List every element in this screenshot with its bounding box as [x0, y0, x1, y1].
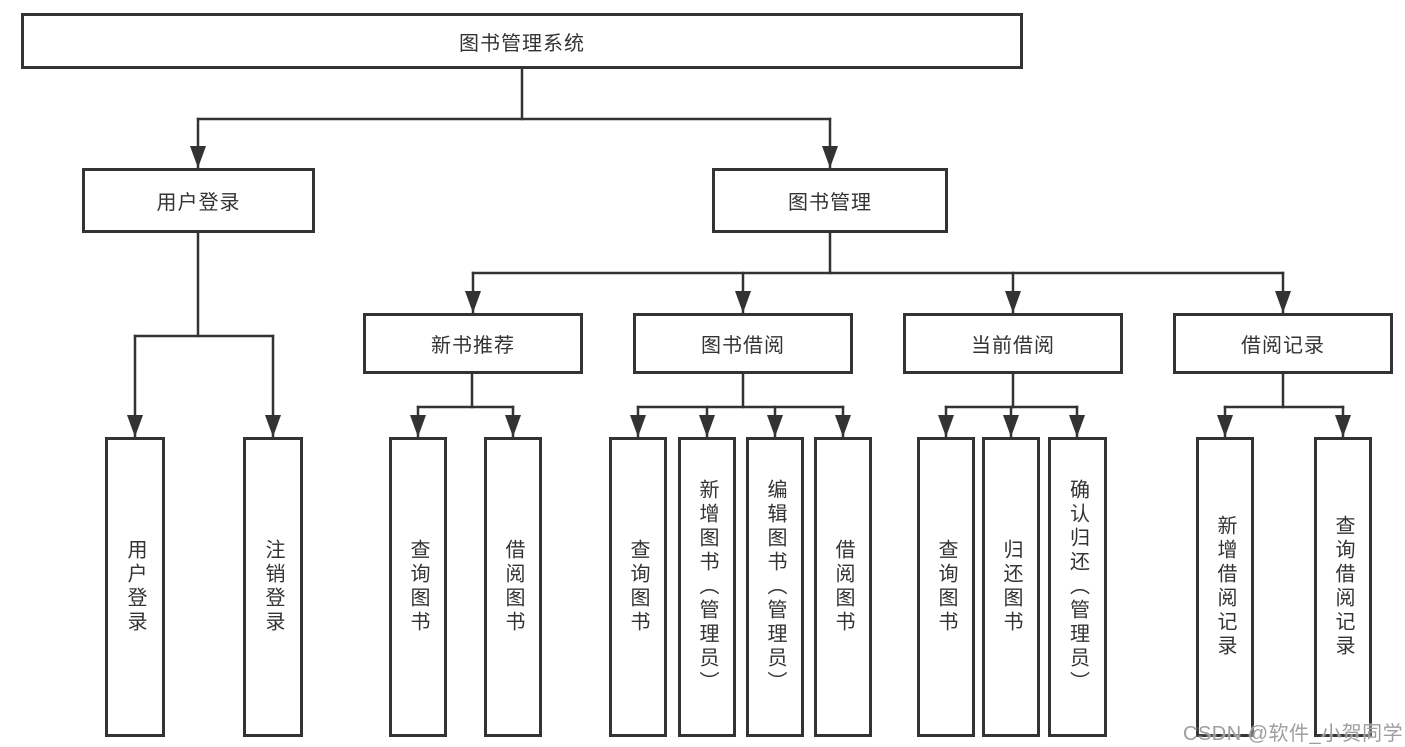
leaf-confirm-return-admin: 确认归还（管理员）: [1048, 437, 1107, 737]
leaf-label: 编辑图书（管理员）: [764, 479, 786, 695]
node-label: 用户登录: [156, 192, 241, 214]
node-label: 图书管理系统: [459, 32, 585, 55]
leaf-label: 归还图书: [1000, 539, 1022, 635]
leaf-label: 确认归还（管理员）: [1066, 479, 1089, 695]
leaf-label: 查询图书: [407, 539, 429, 635]
leaf-edit-books-admin: 编辑图书（管理员）: [746, 437, 804, 737]
node-label: 借阅记录: [1241, 335, 1325, 357]
leaf-label: 新增借阅记录: [1214, 515, 1236, 659]
leaf-label: 查询图书: [935, 539, 957, 635]
node-label: 图书借阅: [701, 335, 785, 357]
leaf-query-books-1: 查询图书: [389, 437, 447, 737]
node-borrowing-records: 借阅记录: [1173, 313, 1393, 374]
node-label: 当前借阅: [971, 335, 1055, 357]
leaf-user-login: 用户登录: [105, 437, 165, 737]
node-book-management: 图书管理: [712, 168, 948, 233]
leaf-query-books-3: 查询图书: [917, 437, 975, 737]
leaf-label: 查询图书: [627, 539, 649, 635]
node-label: 图书管理: [788, 192, 872, 214]
leaf-add-books-admin: 新增图书（管理员）: [678, 437, 736, 737]
node-current-borrowing: 当前借阅: [903, 313, 1123, 374]
leaf-return-books: 归还图书: [982, 437, 1040, 737]
leaf-label: 借阅图书: [832, 539, 854, 635]
node-book-borrowing: 图书借阅: [633, 313, 853, 374]
leaf-query-books-2: 查询图书: [609, 437, 667, 737]
node-new-book-recommend: 新书推荐: [363, 313, 583, 374]
leaf-query-borrow-record: 查询借阅记录: [1314, 437, 1372, 737]
node-user-login: 用户登录: [82, 168, 315, 233]
leaf-label: 新增图书（管理员）: [696, 479, 718, 695]
leaf-borrow-books-2: 借阅图书: [814, 437, 872, 737]
node-label: 新书推荐: [431, 335, 515, 357]
node-library-management-system: 图书管理系统: [21, 13, 1023, 69]
leaf-add-borrow-record: 新增借阅记录: [1196, 437, 1254, 737]
leaf-borrow-books-1: 借阅图书: [484, 437, 542, 737]
leaf-label: 借阅图书: [502, 539, 524, 635]
leaf-logout: 注销登录: [243, 437, 303, 737]
leaf-label: 查询借阅记录: [1332, 515, 1354, 659]
leaf-label: 用户登录: [124, 539, 146, 635]
csdn-watermark: CSDN @软件_小贺同学: [1183, 723, 1404, 745]
leaf-label: 注销登录: [262, 539, 284, 635]
